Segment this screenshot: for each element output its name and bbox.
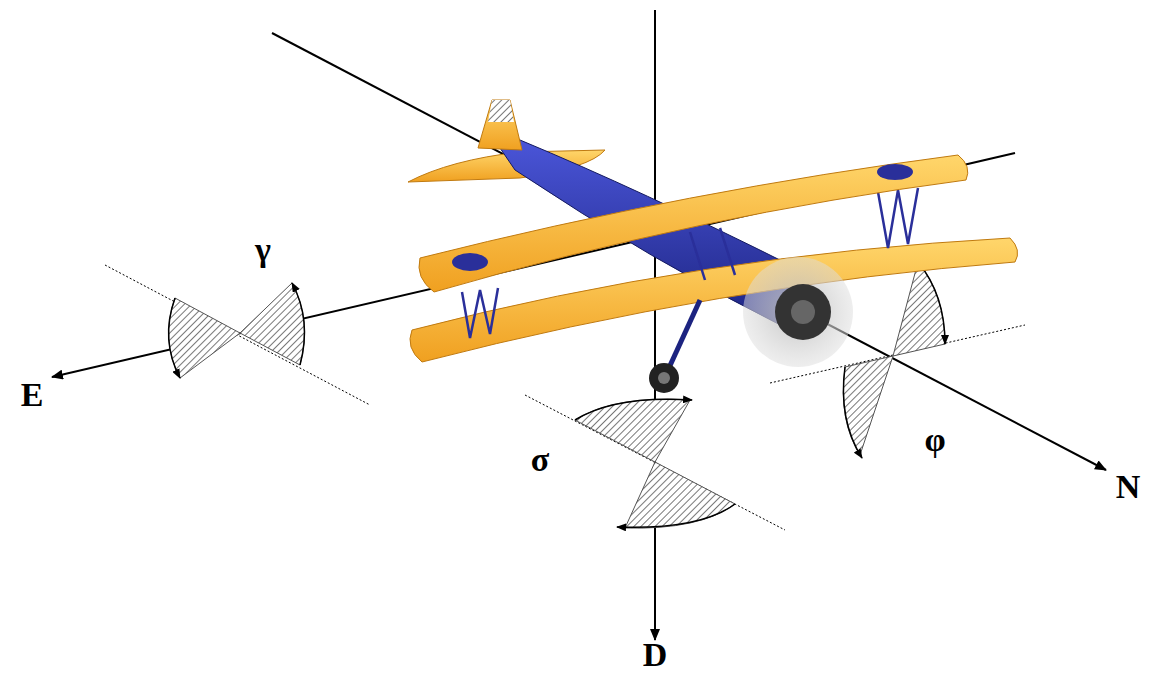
angle-label: γ xyxy=(255,233,271,267)
angle-label: φ xyxy=(924,423,945,457)
angle-label: σ xyxy=(531,443,550,477)
axis-label: D xyxy=(643,638,668,672)
axis-lines xyxy=(52,10,1106,640)
gamma-angle xyxy=(105,265,370,405)
axis-label: N xyxy=(1116,470,1141,504)
biplane xyxy=(408,100,1018,393)
sigma-angle xyxy=(525,395,785,530)
axis-label: E xyxy=(21,378,44,412)
